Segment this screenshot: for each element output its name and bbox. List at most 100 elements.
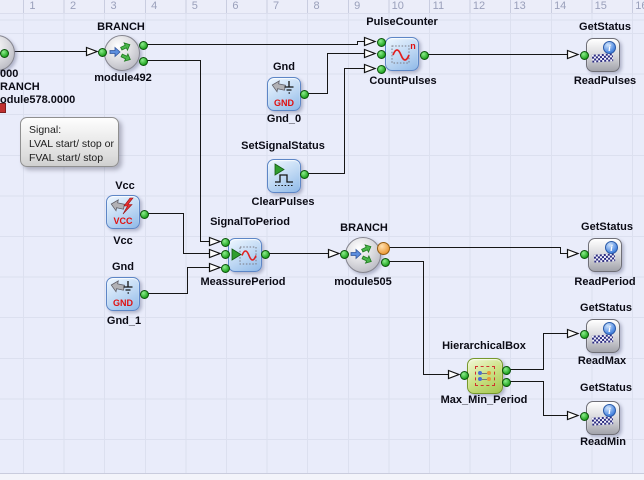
wire[interactable] — [510, 381, 544, 382]
wire[interactable] — [543, 415, 568, 416]
module-type-label: Gnd — [112, 261, 134, 273]
input-port[interactable] — [377, 50, 386, 59]
wire[interactable] — [389, 261, 424, 262]
input-port[interactable] — [377, 65, 386, 74]
wire[interactable] — [344, 68, 365, 69]
wire[interactable] — [327, 53, 365, 54]
output-port[interactable] — [300, 90, 309, 99]
clipped-label: RANCH — [0, 81, 40, 93]
wire[interactable] — [7, 51, 86, 52]
input-port[interactable] — [580, 330, 589, 339]
wire[interactable] — [560, 253, 568, 254]
wire[interactable] — [187, 267, 188, 294]
module-countpulses[interactable]: n — [385, 37, 419, 71]
module-type-label: SignalToPeriod — [210, 216, 290, 228]
module-gnd1[interactable]: GND — [106, 277, 140, 311]
module-branch-492[interactable] — [104, 35, 140, 71]
module-meassureperiod[interactable] — [228, 238, 262, 272]
module-maxminperiod[interactable] — [467, 358, 503, 394]
wire[interactable] — [327, 53, 328, 94]
input-port[interactable] — [580, 250, 589, 259]
output-port[interactable] — [0, 49, 9, 58]
module-vcc[interactable]: VCC — [106, 195, 140, 229]
module-readperiod[interactable]: i — [588, 238, 622, 272]
wire[interactable] — [423, 261, 424, 374]
output-port[interactable] — [420, 51, 429, 60]
wire[interactable] — [307, 173, 345, 174]
module-type-label: BRANCH — [340, 222, 388, 234]
input-port[interactable] — [221, 264, 230, 273]
module-name-label: ClearPulses — [251, 196, 315, 208]
branch-arrows-icon — [109, 42, 131, 62]
input-port[interactable] — [221, 250, 230, 259]
wire[interactable] — [357, 41, 365, 42]
wire[interactable] — [389, 247, 561, 248]
wire[interactable] — [427, 54, 568, 55]
input-port[interactable] — [460, 371, 469, 380]
wire[interactable] — [357, 41, 358, 45]
module-branch-505[interactable] — [345, 237, 381, 273]
svg-text:n: n — [410, 41, 416, 51]
wire[interactable] — [344, 68, 345, 174]
status-band-icon — [593, 253, 616, 263]
output-port[interactable] — [139, 41, 148, 50]
module-name-label: Gnd_1 — [106, 315, 142, 327]
wire[interactable] — [560, 247, 561, 254]
wire[interactable] — [307, 93, 328, 94]
input-port[interactable] — [580, 51, 589, 60]
ruler-number: 15 — [594, 0, 607, 12]
wire-arrowhead-icon — [208, 262, 222, 273]
module-gnd0[interactable]: GND — [267, 77, 301, 111]
module-name-label: ReadPulses — [573, 75, 637, 87]
module-readmax[interactable]: i — [586, 319, 620, 353]
input-port[interactable] — [340, 250, 349, 259]
wire[interactable] — [200, 241, 209, 242]
output-port[interactable] — [300, 170, 309, 179]
output-port[interactable] — [139, 57, 148, 66]
canvas-bottom-edge — [0, 473, 644, 480]
wire[interactable] — [543, 333, 568, 334]
module-type-label: SetSignalStatus — [241, 140, 325, 152]
input-port[interactable] — [98, 48, 107, 57]
ruler-number: 16 — [635, 0, 644, 12]
module-readpulses[interactable]: i — [586, 38, 620, 72]
wire[interactable] — [543, 333, 544, 370]
wire[interactable] — [146, 60, 201, 61]
wire[interactable] — [183, 253, 209, 254]
wire[interactable] — [147, 293, 188, 294]
output-port[interactable] — [381, 258, 390, 267]
module-type-label: GetStatus — [580, 382, 632, 394]
output-port[interactable] — [140, 290, 149, 299]
wire[interactable] — [423, 374, 448, 375]
module-name-label: ReadMax — [577, 355, 627, 367]
info-icon: i — [603, 404, 616, 417]
output-port[interactable] — [502, 378, 511, 387]
ruler-number: 11 — [432, 0, 445, 12]
orange-output-port[interactable] — [377, 242, 390, 255]
input-port[interactable] — [221, 238, 230, 247]
module-readmin[interactable]: i — [586, 401, 620, 435]
input-port[interactable] — [377, 38, 386, 47]
wire[interactable] — [147, 213, 184, 214]
wire[interactable] — [543, 381, 544, 416]
output-port[interactable] — [502, 366, 511, 375]
wire[interactable] — [183, 213, 184, 254]
input-port[interactable] — [580, 412, 589, 421]
info-icon: i — [603, 41, 616, 54]
wire[interactable] — [146, 44, 358, 45]
wire-arrowhead-icon — [85, 46, 99, 57]
module-type-label: Gnd — [273, 61, 295, 73]
output-port[interactable] — [261, 250, 270, 259]
wire-arrowhead-icon — [363, 63, 377, 74]
annotation-note[interactable]: Signal: LVAL start/ stop or FVAL start/ … — [20, 117, 119, 167]
signal-to-period-icon — [231, 246, 257, 265]
grid-background[interactable] — [0, 13, 644, 473]
wire[interactable] — [200, 60, 201, 242]
output-port[interactable] — [140, 210, 149, 219]
wire[interactable] — [187, 267, 209, 268]
wire[interactable] — [510, 369, 544, 370]
module-clearpulses[interactable] — [267, 159, 301, 193]
clipped-label: 000 — [0, 68, 19, 80]
wire[interactable] — [268, 253, 328, 254]
